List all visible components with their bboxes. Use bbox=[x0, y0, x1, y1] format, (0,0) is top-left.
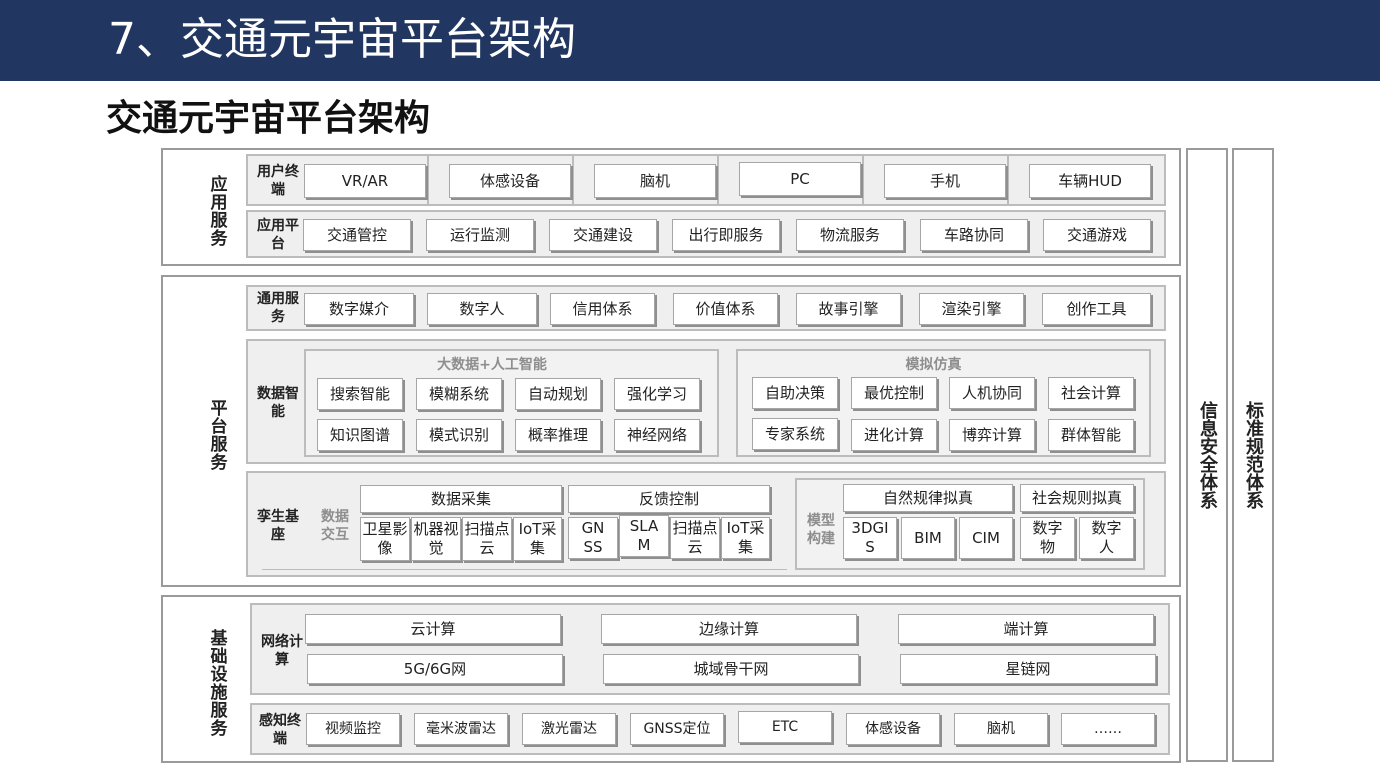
security-system-label: 信息安全体系 bbox=[1197, 401, 1218, 509]
ai-pattern-recognition: 模式识别 bbox=[416, 419, 502, 451]
divider bbox=[572, 156, 574, 204]
collect-point-cloud: 扫描点云 bbox=[462, 517, 512, 561]
terminal-bci: 脑机 bbox=[594, 164, 716, 198]
sense-mmwave-radar: 毫米波雷达 bbox=[414, 713, 508, 745]
app-services-label: 应用服务 bbox=[210, 175, 228, 249]
feedback-slam: SLAM bbox=[619, 515, 669, 557]
platform-maas: 出行即服务 bbox=[672, 219, 780, 251]
net-starlink: 星链网 bbox=[900, 654, 1156, 684]
collect-machine-vision: 机器视觉 bbox=[411, 517, 461, 561]
general-creation-tools: 创作工具 bbox=[1042, 293, 1151, 325]
data-interaction-label: 数据交互 bbox=[321, 509, 349, 543]
net-metro-backbone: 城域骨干网 bbox=[603, 654, 859, 684]
sim-swarm-intelligence: 群体智能 bbox=[1048, 419, 1134, 451]
app-platform-label: 应用平台 bbox=[257, 218, 299, 252]
sim-human-machine: 人机协同 bbox=[949, 377, 1035, 409]
ai-group-title: 大数据+人工智能 bbox=[437, 357, 547, 373]
data-collection-header: 数据采集 bbox=[360, 485, 562, 513]
platform-traffic-construction: 交通建设 bbox=[549, 219, 657, 251]
feedback-point-cloud: 扫描点云 bbox=[670, 517, 720, 559]
general-digital-human: 数字人 bbox=[427, 293, 537, 325]
model-bim: BIM bbox=[901, 517, 955, 559]
model-cim: CIM bbox=[959, 517, 1013, 559]
simulation-group-title: 模拟仿真 bbox=[905, 357, 962, 373]
platform-operation-monitoring: 运行监测 bbox=[426, 219, 534, 251]
sense-somatosensory: 体感设备 bbox=[846, 713, 940, 745]
ai-reinforcement-learning: 强化学习 bbox=[614, 378, 700, 410]
general-value-system: 价值体系 bbox=[673, 293, 778, 325]
collect-iot: IoT采集 bbox=[513, 517, 562, 561]
ai-fuzzy-system: 模糊系统 bbox=[416, 378, 502, 410]
model-digital-object: 数字物 bbox=[1020, 517, 1075, 559]
divider bbox=[1007, 156, 1009, 204]
net-cloud-computing: 云计算 bbox=[305, 614, 561, 644]
feedback-control-header: 反馈控制 bbox=[568, 485, 770, 513]
infra-services-label: 基础设施服务 bbox=[210, 629, 228, 739]
divider bbox=[262, 569, 787, 570]
sim-expert-system: 专家系统 bbox=[752, 418, 838, 450]
data-intelligence-label: 数据智能 bbox=[257, 386, 299, 420]
sense-video-monitoring: 视频监控 bbox=[306, 713, 400, 745]
sim-social-computing: 社会计算 bbox=[1048, 377, 1134, 409]
model-digital-human: 数字人 bbox=[1079, 517, 1134, 559]
general-services-label: 通用服务 bbox=[257, 291, 299, 325]
divider bbox=[427, 156, 429, 204]
platform-traffic-game: 交通游戏 bbox=[1043, 219, 1151, 251]
divider bbox=[862, 156, 864, 204]
ai-neural-network: 神经网络 bbox=[614, 419, 700, 451]
collect-satellite-image: 卫星影像 bbox=[360, 517, 410, 561]
sim-optimal-control: 最优控制 bbox=[851, 377, 937, 409]
social-rule-header: 社会规则拟真 bbox=[1020, 484, 1134, 512]
ai-knowledge-graph: 知识图谱 bbox=[317, 419, 403, 451]
terminal-vehicle-hud: 车辆HUD bbox=[1029, 164, 1151, 198]
general-render-engine: 渲染引擎 bbox=[919, 293, 1024, 325]
sim-game-computing: 博弈计算 bbox=[949, 419, 1035, 451]
sense-gnss-positioning: GNSS定位 bbox=[630, 713, 724, 745]
model-building-label: 模型构建 bbox=[807, 513, 835, 547]
terminal-phone: 手机 bbox=[884, 164, 1006, 198]
sense-lidar: 激光雷达 bbox=[522, 713, 616, 745]
platform-services-label: 平台服务 bbox=[210, 399, 228, 473]
standard-system-bar: 标准规范体系 bbox=[1232, 148, 1274, 762]
general-credit-system: 信用体系 bbox=[550, 293, 655, 325]
ai-probabilistic-reasoning: 概率推理 bbox=[515, 419, 601, 451]
model-3dgis: 3DGIS bbox=[843, 517, 897, 559]
sense-more: …… bbox=[1061, 713, 1155, 745]
terminal-pc: PC bbox=[739, 162, 861, 196]
natural-law-header: 自然规律拟真 bbox=[843, 484, 1013, 512]
sense-etc: ETC bbox=[738, 711, 832, 743]
terminal-somatosensory: 体感设备 bbox=[449, 164, 571, 198]
platform-vehicle-road: 车路协同 bbox=[920, 219, 1028, 251]
platform-logistics: 物流服务 bbox=[796, 219, 904, 251]
platform-traffic-control: 交通管控 bbox=[303, 219, 411, 251]
divider bbox=[717, 156, 719, 204]
standard-system-label: 标准规范体系 bbox=[1243, 401, 1264, 509]
user-terminal-label: 用户终端 bbox=[257, 164, 299, 198]
sim-evolutionary-computing: 进化计算 bbox=[851, 419, 937, 451]
feedback-iot: IoT采集 bbox=[721, 517, 770, 559]
ai-search-intelligence: 搜索智能 bbox=[317, 378, 403, 410]
slide-title: 7、交通元宇宙平台架构 bbox=[108, 14, 576, 65]
diagram-heading: 交通元宇宙平台架构 bbox=[106, 98, 431, 139]
general-digital-media: 数字媒介 bbox=[304, 293, 414, 325]
net-5g-6g: 5G/6G网 bbox=[307, 654, 563, 684]
terminal-vr-ar: VR/AR bbox=[304, 164, 426, 198]
ai-auto-planning: 自动规划 bbox=[515, 378, 601, 410]
sensing-terminal-label: 感知终端 bbox=[259, 713, 301, 747]
security-system-bar: 信息安全体系 bbox=[1186, 148, 1228, 762]
sense-bci: 脑机 bbox=[954, 713, 1048, 745]
general-story-engine: 故事引擎 bbox=[796, 293, 901, 325]
feedback-gnss: GNSS bbox=[568, 517, 618, 559]
twin-base-label: 孪生基座 bbox=[257, 509, 299, 543]
network-computing-label: 网络计算 bbox=[261, 634, 303, 668]
net-edge-computing: 边缘计算 bbox=[601, 614, 857, 644]
sim-self-decision: 自助决策 bbox=[752, 377, 838, 409]
net-end-computing: 端计算 bbox=[898, 614, 1154, 644]
title-banner bbox=[0, 0, 1380, 81]
